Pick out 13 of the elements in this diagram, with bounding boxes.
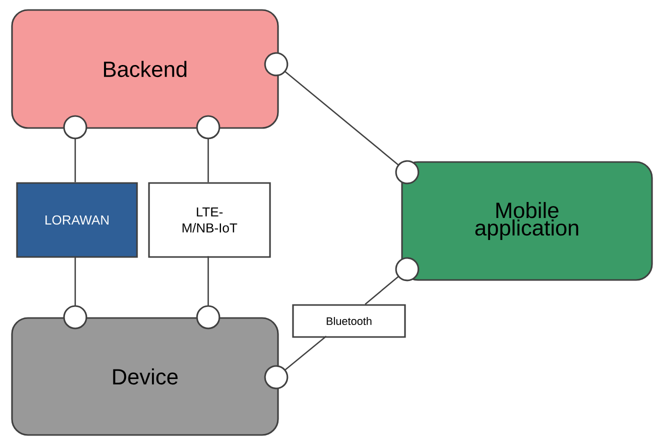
connector <box>264 336 327 390</box>
connector <box>196 115 220 182</box>
connector <box>63 256 88 330</box>
device-box: Device <box>11 317 279 436</box>
protocol-box: Bluetooth <box>292 304 406 338</box>
connector <box>364 257 420 305</box>
connector <box>196 256 220 330</box>
connector <box>264 52 420 184</box>
application-box: Mobile application <box>401 161 653 281</box>
connector <box>63 115 88 182</box>
backend-box: Backend <box>11 9 279 129</box>
network-box: LTE-M/NB-IoT <box>148 182 271 258</box>
network-box: LORAWAN <box>16 182 138 258</box>
